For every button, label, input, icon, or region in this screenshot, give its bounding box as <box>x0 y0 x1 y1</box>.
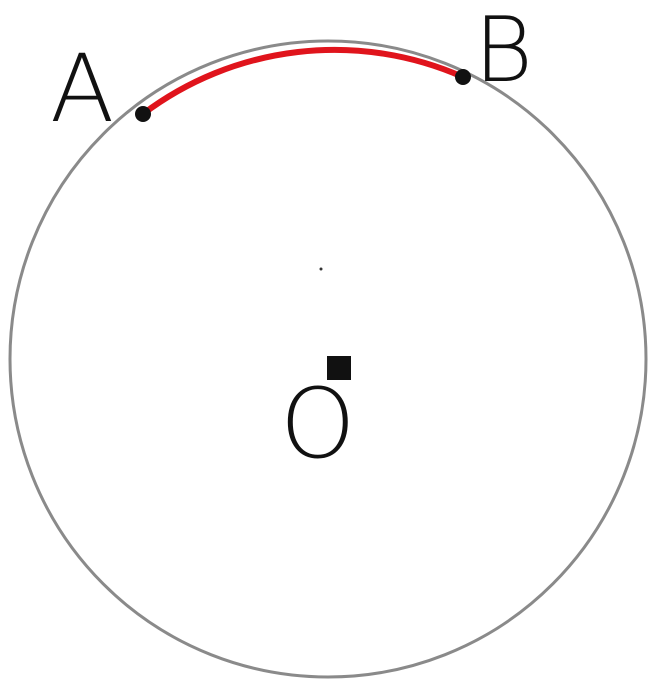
small-dot <box>319 267 323 271</box>
circle <box>8 39 648 679</box>
point-b <box>455 69 471 85</box>
arc-ab <box>140 46 466 117</box>
point-a <box>135 106 151 122</box>
center-point-o <box>327 356 351 380</box>
label-o: O <box>280 368 356 480</box>
label-a: A <box>50 35 114 144</box>
label-b: B <box>474 0 533 103</box>
